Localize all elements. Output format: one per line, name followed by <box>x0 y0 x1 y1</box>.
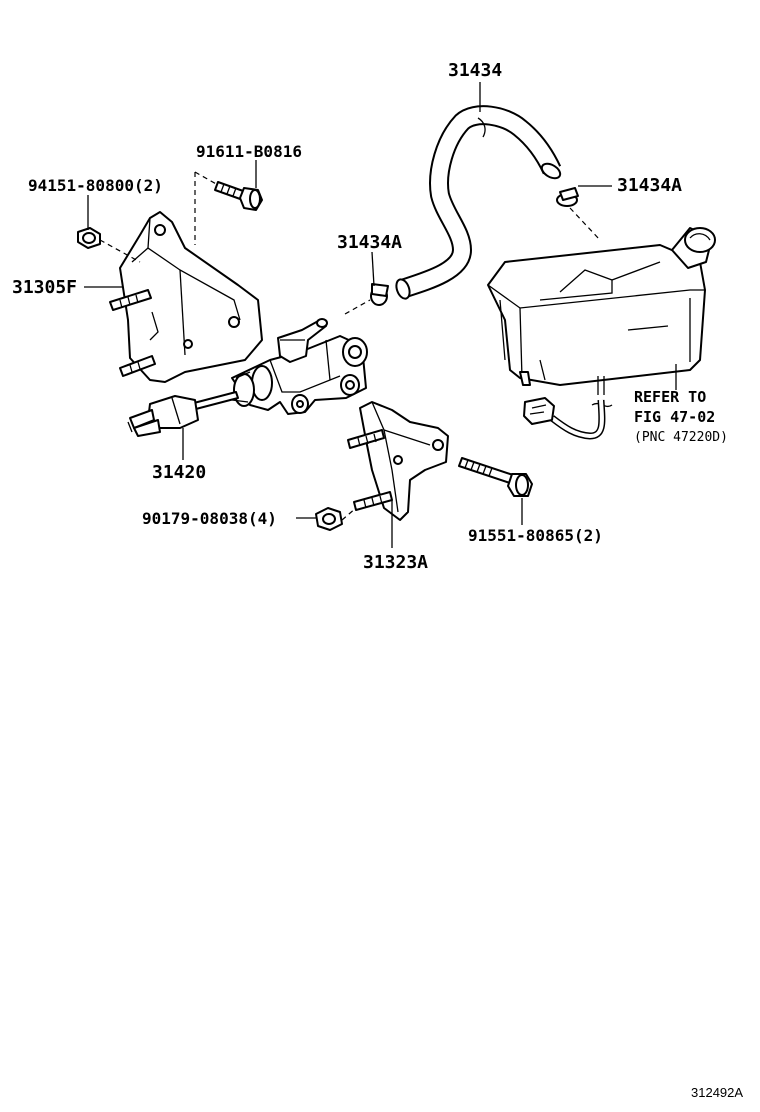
reservoir-tank <box>487 227 716 440</box>
label-90179: 90179-08038(4) <box>142 509 277 528</box>
leader-lines <box>84 82 677 548</box>
hose-31434 <box>395 105 562 300</box>
reference-line-1: REFER TO <box>634 388 706 406</box>
clamp-31434a-right <box>556 187 579 207</box>
label-94151: 94151-80800(2) <box>28 176 163 195</box>
reference-line-2: FIG 47-02 <box>634 408 715 426</box>
label-31420: 31420 <box>152 462 206 483</box>
nut-90179 <box>315 507 343 531</box>
bracket-31305f <box>109 211 263 383</box>
clamp-31434a-mid <box>370 283 389 306</box>
bracket-31323a <box>347 401 449 521</box>
bolt-91551 <box>458 457 533 497</box>
label-91551: 91551-80865(2) <box>468 526 603 545</box>
label-31434: 31434 <box>448 60 502 81</box>
reference-line-3: (PNC 47220D) <box>634 430 728 445</box>
diagram-code: 312492A <box>691 1085 743 1100</box>
label-31434a-right: 31434A <box>617 175 682 196</box>
bolt-91611 <box>214 181 263 211</box>
master-cylinder-31420 <box>127 318 368 437</box>
label-91611: 91611-B0816 <box>196 142 302 161</box>
label-31434a-mid: 31434A <box>337 232 402 253</box>
label-31305f: 31305F <box>12 277 77 298</box>
label-31323a: 31323A <box>363 552 428 573</box>
nut-94151 <box>77 227 101 249</box>
dashed-guides <box>99 171 601 521</box>
